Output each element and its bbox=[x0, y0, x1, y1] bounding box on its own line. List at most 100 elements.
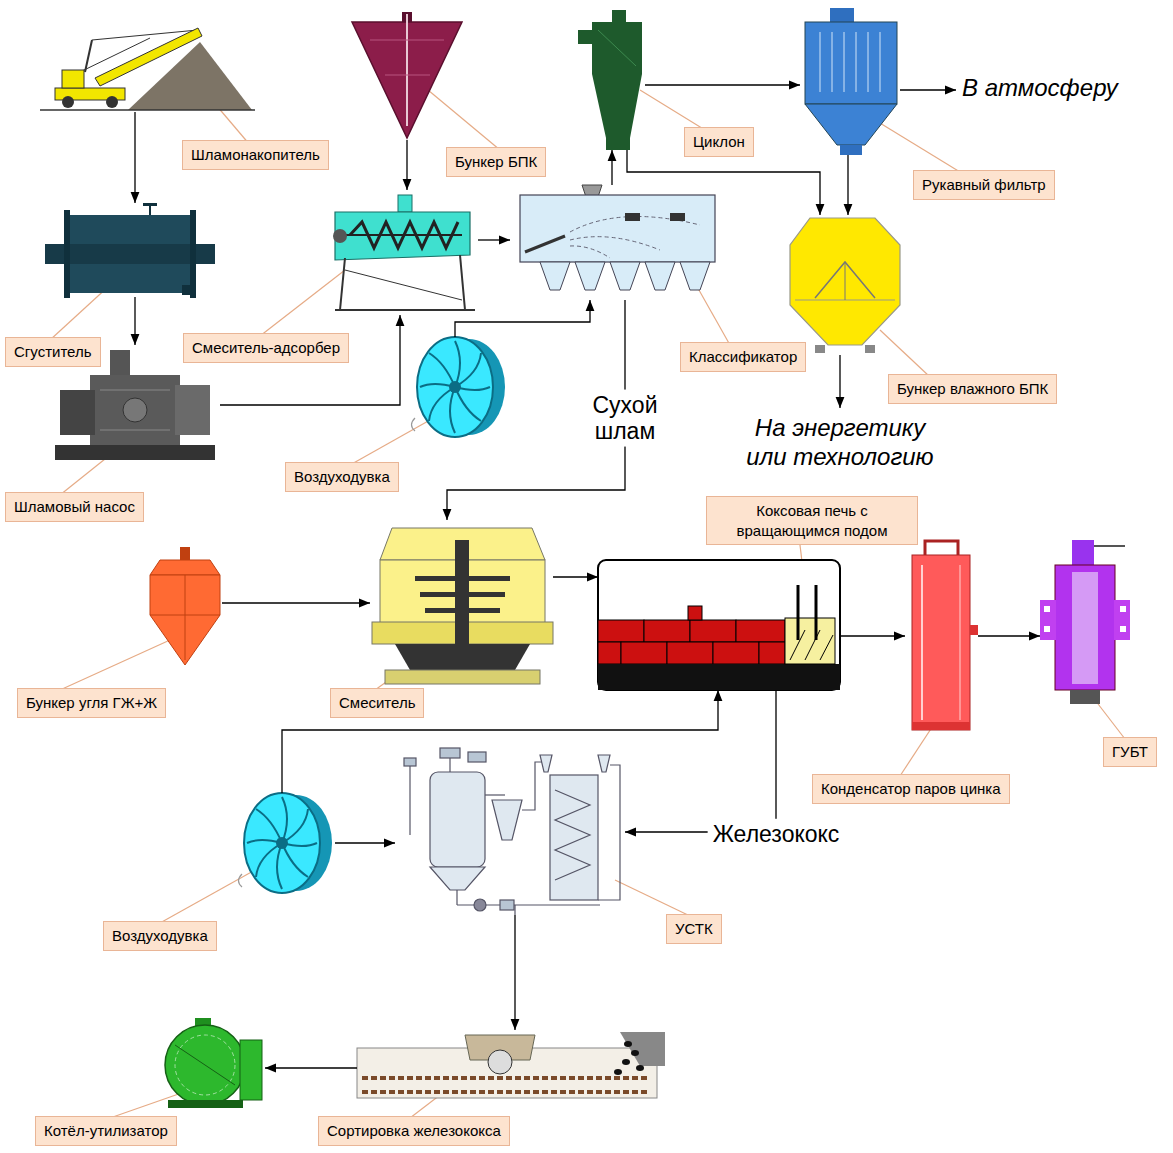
rotary-hearth-oven-part bbox=[690, 620, 736, 642]
cyclone-part bbox=[598, 30, 636, 66]
equipment-node: Смеситель bbox=[370, 520, 553, 690]
sludge-pond-stacker-part bbox=[40, 109, 255, 111]
cyclone-part bbox=[606, 138, 630, 150]
sludge-pond-stacker bbox=[40, 28, 255, 110]
equipment-node: Сортировка железококса bbox=[357, 1030, 665, 1100]
slurry-pump-part bbox=[100, 430, 170, 431]
leader-lines-part bbox=[875, 120, 960, 172]
label-text: Классификатор bbox=[689, 347, 797, 367]
coal-bunker-part bbox=[180, 547, 190, 560]
mixer bbox=[372, 528, 553, 684]
air-blower-part bbox=[239, 874, 243, 887]
callout-label: Шламонакопитель bbox=[182, 140, 329, 170]
mixer-part bbox=[415, 576, 510, 581]
dry-quenching-unit-part bbox=[474, 899, 486, 911]
outlet-arrows-part bbox=[839, 355, 840, 408]
leader-lines-part bbox=[60, 640, 170, 690]
air-blower-part bbox=[417, 337, 493, 437]
flow-arrow bbox=[335, 842, 395, 843]
air-blower bbox=[412, 337, 506, 437]
callout-label: Циклон bbox=[684, 127, 754, 157]
air-blower-part bbox=[244, 793, 320, 893]
zinc-condenser-part bbox=[921, 565, 923, 720]
callout-label: УСТК bbox=[666, 914, 722, 944]
destination-note: В атмосферу bbox=[962, 74, 1118, 103]
flow-arrow bbox=[282, 690, 718, 793]
air-blower-part bbox=[282, 809, 308, 843]
equipment-node: Котёл-утилизатор bbox=[160, 1018, 265, 1110]
label-text: Бункер влажного БПК bbox=[897, 379, 1048, 399]
iron-coke-sorting-part bbox=[488, 1050, 512, 1074]
rotary-hearth-oven-part bbox=[736, 620, 785, 642]
flow-arrow bbox=[134, 112, 135, 203]
callout-label: Шламовый насос bbox=[5, 492, 144, 522]
bag-filter-part bbox=[868, 32, 869, 92]
gubt-turbine bbox=[1040, 540, 1130, 704]
equipment-node: Коксовая печь с вращающимся подом bbox=[598, 560, 840, 690]
air-blower-part bbox=[412, 418, 416, 431]
air-blower-part bbox=[256, 843, 282, 877]
equipment-node: Бункер угля ГЖ+Ж bbox=[148, 545, 222, 668]
waste-heat-boiler-part bbox=[240, 1040, 262, 1100]
destination-note: На энергетику или технологию bbox=[740, 414, 940, 472]
gubt-turbine-part bbox=[1120, 626, 1126, 632]
sludge-pond-stacker-part bbox=[128, 42, 252, 110]
rotary-hearth-oven-part bbox=[598, 606, 785, 664]
callout-label: Бункер БПК bbox=[446, 147, 546, 177]
flow-label-text: Железококс bbox=[713, 821, 840, 847]
iron-coke-sorting-part bbox=[631, 1050, 639, 1056]
rotary-hearth-oven-part bbox=[667, 642, 713, 664]
leader-lines-part bbox=[1095, 700, 1125, 739]
thickener-part bbox=[143, 203, 157, 206]
air-blower-part bbox=[449, 381, 461, 393]
zinc-condenser-part bbox=[960, 565, 961, 720]
callout-label: Воздуходувка bbox=[285, 462, 399, 492]
iron-coke-sorting-part bbox=[636, 1065, 644, 1071]
mixer-adsorber-part bbox=[335, 309, 475, 311]
callout-label: Коксовая печь с вращающимся подом bbox=[706, 496, 918, 545]
leader-lines-part bbox=[260, 270, 345, 336]
label-text: ГУБТ bbox=[1112, 742, 1148, 762]
rotary-hearth-oven-part bbox=[598, 642, 621, 664]
rotary-hearth-oven-part bbox=[797, 585, 800, 640]
gubt-turbine-part bbox=[1070, 690, 1100, 704]
sludge-pond-stacker-part bbox=[62, 96, 74, 108]
iron-coke-sorting-part bbox=[357, 1048, 657, 1098]
thickener bbox=[45, 203, 215, 298]
dry-quenching-unit bbox=[404, 748, 620, 915]
equipment-node: Классификатор bbox=[510, 185, 715, 300]
equipment-node: Смеситель-адсорбер bbox=[328, 190, 478, 315]
bag-filter-part bbox=[820, 32, 821, 92]
label-text: Смеситель bbox=[339, 693, 415, 713]
air-blower bbox=[239, 793, 333, 893]
bag-filter-part bbox=[880, 32, 881, 92]
equipment-node: Шламовый насос bbox=[50, 345, 220, 465]
air-blower-part bbox=[282, 843, 308, 877]
iron-coke-sorting-part bbox=[362, 1076, 650, 1080]
classifier-part bbox=[540, 262, 570, 290]
label-text: Смеситель-адсорбер bbox=[192, 338, 340, 358]
dry-quenching-unit-part bbox=[514, 905, 515, 915]
cyclone-part bbox=[612, 10, 626, 24]
equipment-node: Бункер влажного БПК bbox=[788, 215, 902, 355]
air-blower-part bbox=[277, 843, 282, 889]
callout-label: Бункер влажного БПК bbox=[888, 374, 1057, 404]
zinc-condenser bbox=[912, 541, 978, 730]
flow-arrow bbox=[478, 239, 510, 240]
dry-quenching-unit-part bbox=[430, 772, 485, 867]
iron-coke-sorting-part bbox=[622, 1059, 630, 1065]
slurry-pump-part bbox=[110, 350, 130, 375]
flow-arrow bbox=[625, 690, 776, 832]
dry-quenching-unit-part bbox=[409, 766, 410, 835]
rotary-hearth-oven-part bbox=[820, 635, 833, 660]
dry-quenching-unit-part bbox=[500, 900, 514, 910]
label-text: Бункер угля ГЖ+Ж bbox=[26, 693, 157, 713]
dry-quenching-unit-part bbox=[540, 755, 552, 772]
rotary-hearth-oven-part bbox=[785, 618, 835, 664]
gubt-turbine-part bbox=[1120, 606, 1126, 612]
equipment-node: УСТК bbox=[395, 745, 625, 915]
destination-text: На энергетику или технологию bbox=[746, 414, 933, 470]
rotary-hearth-oven-part bbox=[805, 630, 820, 660]
